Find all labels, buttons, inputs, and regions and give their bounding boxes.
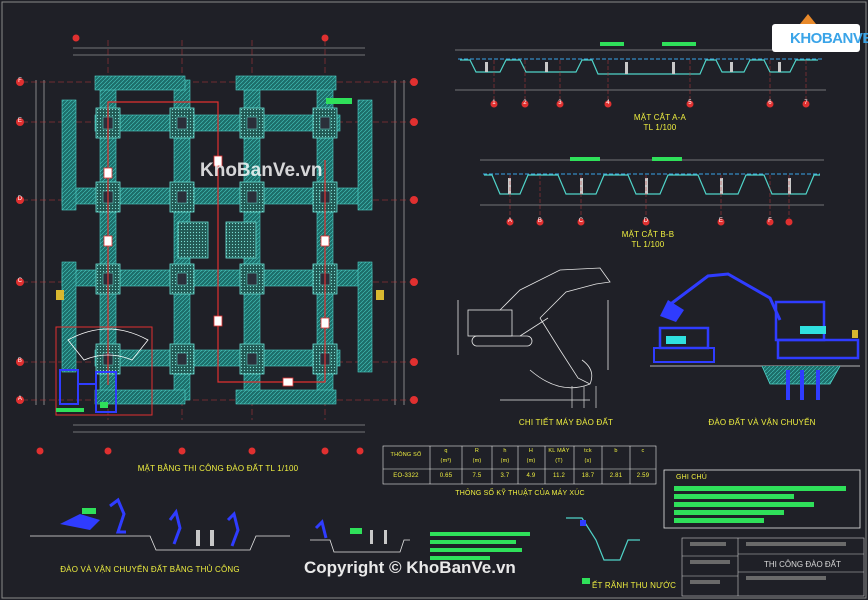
excavator-detail-title: CHI TIẾT MÁY ĐÀO ĐẤT bbox=[518, 418, 614, 427]
spec-value-6: 18.7 bbox=[581, 473, 595, 479]
spec-header-4: H bbox=[528, 448, 534, 454]
grid-bubble-label: F bbox=[18, 78, 22, 84]
section-aa-title: MẶT CẮT A-A bbox=[633, 113, 687, 122]
grid-bubble-label: B bbox=[17, 358, 23, 364]
excavator-detail-drawing bbox=[457, 267, 611, 408]
spec-header-6: tck bbox=[584, 448, 592, 454]
spec-value-1: 0.65 bbox=[439, 473, 453, 479]
section-bb-title: MẶT CẮT B-B bbox=[621, 230, 675, 239]
title-block bbox=[681, 537, 865, 597]
grid-bubble-label: 7 bbox=[804, 100, 808, 106]
watermark-center: KhoBanVe.vn bbox=[200, 160, 323, 181]
spec-header-8: c bbox=[641, 448, 645, 454]
section-bb bbox=[480, 157, 824, 226]
grid-bubble-label: A bbox=[507, 218, 513, 224]
grid-bubble-label: C bbox=[17, 278, 23, 284]
spec-value-3: 3.7 bbox=[500, 473, 510, 479]
grid-bubble-label: A bbox=[17, 396, 23, 402]
foundation-plan bbox=[16, 34, 418, 455]
spec-unit-5: (T) bbox=[555, 458, 563, 464]
grid-bubble-label: 2 bbox=[523, 100, 527, 106]
spec-value-2: 7.5 bbox=[472, 473, 482, 479]
spec-value-5: 11.2 bbox=[552, 473, 566, 479]
drainage-detail bbox=[566, 517, 640, 584]
grid-bubble-label: 3 bbox=[558, 100, 562, 106]
grid-bubble-label: E bbox=[718, 218, 724, 224]
spec-header-0: THÔNG SỐ bbox=[390, 452, 422, 458]
middle-note-bars bbox=[430, 532, 530, 560]
excavator-zone bbox=[55, 326, 153, 416]
grid-bubble-label: C bbox=[578, 218, 584, 224]
spec-unit-1: (m³) bbox=[440, 458, 452, 464]
manual-work-drawing bbox=[30, 497, 410, 553]
title-block-drawing-title: THI CÔNG ĐÀO ĐẤT bbox=[764, 560, 841, 569]
logo-text: KHOBANVE bbox=[790, 30, 868, 47]
watermark-copyright: Copyright © KhoBanVe.vn bbox=[304, 558, 516, 577]
spec-header-1: q bbox=[444, 448, 448, 454]
spec-header-5: KL MÁY bbox=[548, 448, 570, 454]
section-bb-scale: TL 1/100 bbox=[631, 240, 665, 249]
plan-title: MẶT BẰNG THI CÔNG ĐÀO ĐẤT TL 1/100 bbox=[137, 464, 299, 473]
grid-bubble-label: 4 bbox=[606, 100, 610, 106]
excavation-transport-drawing bbox=[650, 272, 860, 400]
spec-unit-6: (s) bbox=[584, 458, 592, 464]
grid-bubble-label: B bbox=[537, 218, 543, 224]
spec-header-2: R bbox=[474, 448, 480, 454]
section-aa-scale: TL 1/100 bbox=[643, 123, 677, 132]
spec-value-7: 2.81 bbox=[609, 473, 623, 479]
grid-bubble-label: D bbox=[643, 218, 649, 224]
excavator-path bbox=[107, 101, 326, 385]
grid-bubble-label: 6 bbox=[768, 100, 772, 106]
spec-unit-4: (m) bbox=[526, 458, 536, 464]
grid-bubble-label: 1 bbox=[492, 100, 496, 106]
grid-bubble-label: 5 bbox=[688, 100, 692, 106]
spec-value-0: EO-3322 bbox=[393, 473, 419, 479]
spec-header-3: h bbox=[503, 448, 507, 454]
notes-heading: GHI CHÚ bbox=[676, 474, 707, 481]
spec-value-8: 2.59 bbox=[636, 473, 650, 479]
spec-unit-3: (m) bbox=[500, 458, 510, 464]
grid-bubble-label: F bbox=[768, 218, 772, 224]
spec-unit-2: (m) bbox=[472, 458, 482, 464]
manual-work-title: ĐÀO VÀ VẬN CHUYỂN ĐẤT BẰNG THỦ CÔNG bbox=[60, 565, 240, 574]
grid-bubble-label: D bbox=[17, 196, 23, 202]
specs-table-title: THÔNG SỐ KỸ THUẬT CỦA MÁY XÚC bbox=[455, 490, 585, 497]
section-aa bbox=[455, 42, 826, 108]
specs-table bbox=[382, 445, 657, 485]
spec-value-4: 4.9 bbox=[526, 473, 536, 479]
grid-bubble-label: E bbox=[17, 118, 23, 124]
logo-badge bbox=[772, 14, 860, 52]
spec-header-7: b bbox=[614, 448, 618, 454]
excavation-transport-title: ĐÀO ĐẤT VÀ VẬN CHUYỂN bbox=[708, 418, 816, 427]
drainage-title: ẾT RÃNH THU NƯỚC bbox=[592, 581, 677, 590]
notes-box bbox=[663, 469, 861, 529]
